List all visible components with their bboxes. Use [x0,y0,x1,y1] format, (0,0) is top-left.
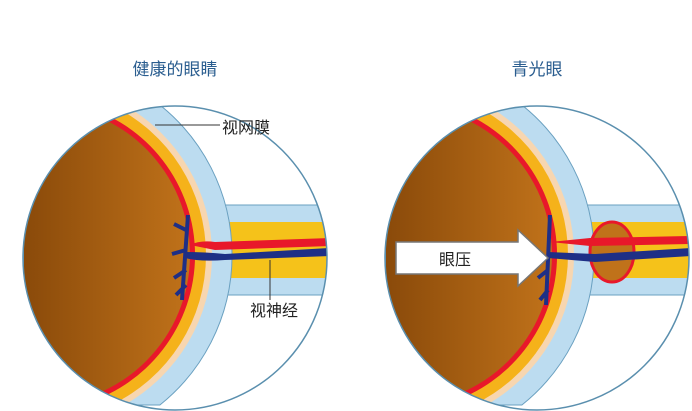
pressure-label: 眼压 [439,250,471,269]
healthy-eye-title: 健康的眼睛 [133,60,218,80]
healthy-eye-illustration [23,106,327,406]
retina-label: 视网膜 [222,118,270,137]
pressure-arrow [395,228,550,288]
eyeball-interior [24,106,190,405]
glaucoma-title: 青光眼 [512,60,563,80]
optic-nerve-label: 视神经 [250,301,298,320]
